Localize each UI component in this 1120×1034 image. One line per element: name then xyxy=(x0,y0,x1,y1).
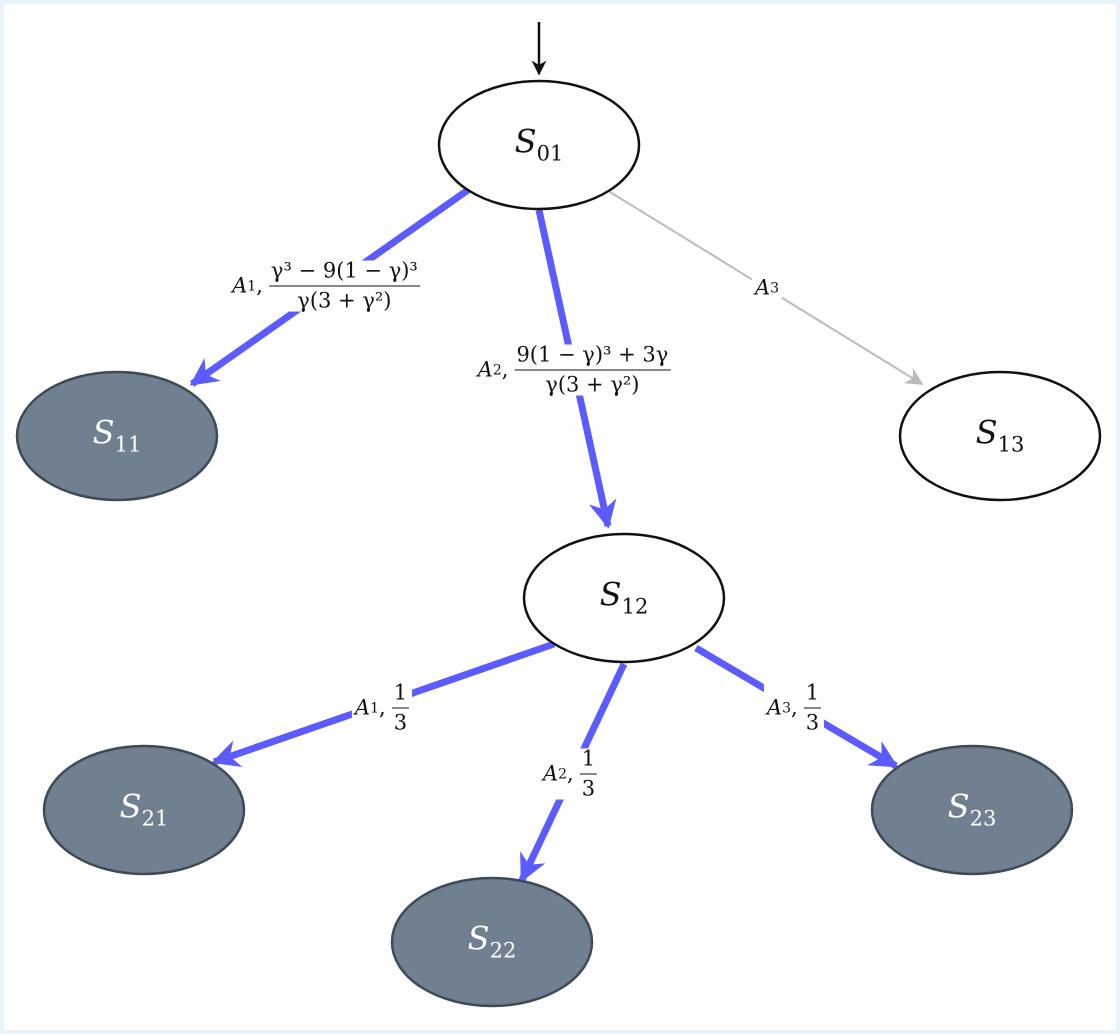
node-s12-label: S12 xyxy=(599,575,649,619)
diagram-svg xyxy=(15,22,1102,1008)
node-s21-label: S21 xyxy=(119,787,169,831)
probability-fraction: 1 3 xyxy=(579,746,598,801)
probability-fraction: 1 3 xyxy=(803,680,822,735)
node-s01-label: S01 xyxy=(514,122,564,166)
node-s12[interactable] xyxy=(522,532,726,664)
node-s23[interactable] xyxy=(870,744,1074,876)
probability-fraction: 1 3 xyxy=(391,680,410,735)
node-s13-label: S13 xyxy=(975,413,1025,457)
node-s11[interactable] xyxy=(15,370,219,502)
node-s21[interactable] xyxy=(42,744,246,876)
node-s22[interactable] xyxy=(390,876,594,1008)
probability-fraction: γ³ − 9(1 − γ)³ γ(3 + γ²) xyxy=(268,258,420,313)
node-s11-label: S11 xyxy=(92,413,142,457)
node-s22-label: S22 xyxy=(467,919,517,963)
node-s23-label: S23 xyxy=(947,787,997,831)
node-s01[interactable] xyxy=(437,79,641,211)
node-s13[interactable] xyxy=(898,370,1102,502)
probability-fraction: 9(1 − γ)³ + 3γ γ(3 + γ²) xyxy=(514,342,671,397)
